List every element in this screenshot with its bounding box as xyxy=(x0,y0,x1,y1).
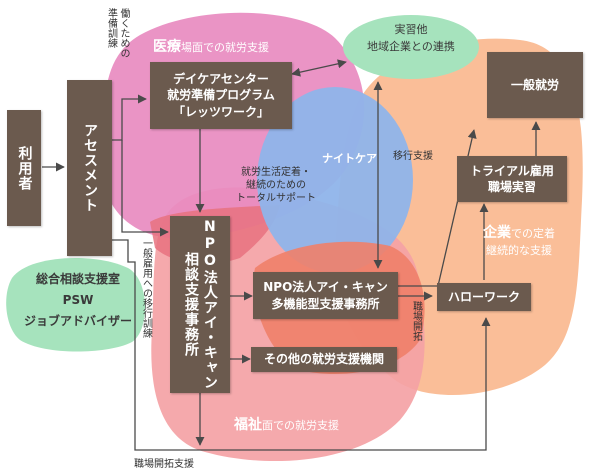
arrow-daycare-practical xyxy=(291,59,347,77)
npo-consult-box: NPO法人アイ・キャン 相談支援事務所 xyxy=(170,216,230,393)
support-center-region xyxy=(6,257,146,352)
support-center-label: 総合相談支援室 PSW ジョブアドバイザー xyxy=(23,272,132,328)
other-support-box: その他の就労支援機関 xyxy=(251,347,397,372)
job-dev-vertical-label: 職場開拓 xyxy=(410,301,422,341)
general-transition-label: 一般雇用への移行訓練 xyxy=(140,238,152,338)
trial-box: トライアル雇用 職場実習 xyxy=(457,156,567,202)
practical-region xyxy=(343,15,479,79)
npo-multi-box: NPO法人アイ・キャン 多機能型支援事務所 xyxy=(253,272,398,319)
user-box: 利用者 xyxy=(7,110,41,226)
welfare-region-title: 福祉面での就労支援 xyxy=(234,417,339,433)
hellowork-box: ハローワーク xyxy=(437,283,531,311)
arrow-assessment-consult xyxy=(121,140,169,237)
assessment-box: アセスメント xyxy=(67,80,112,256)
medical-region-title: 医療場面での就労支援 xyxy=(153,39,269,55)
job-dev-support-label: 職場開拓支援 xyxy=(134,459,194,470)
arrow-assessment-hellowork xyxy=(112,239,491,451)
practical-label: 実習他 地域企業との連携 xyxy=(367,23,455,53)
arrow-assessment-daycare xyxy=(112,94,147,141)
daycare-box: デイケアセンター 就労準備プログラム 「レッツワーク」 xyxy=(150,62,292,129)
night-care-label: ナイトケア xyxy=(322,152,377,165)
enterprise-region-title: 企業での定着継続的な支援 xyxy=(483,225,555,258)
work-prep-label: 働くための 準備訓練 xyxy=(105,8,130,58)
life-support-label: 就労生活定着・ 継続のための トータルサポート xyxy=(236,167,316,204)
general-employment-box: 一般就労 xyxy=(487,52,583,118)
transition-label: 移行支援 xyxy=(393,151,433,162)
